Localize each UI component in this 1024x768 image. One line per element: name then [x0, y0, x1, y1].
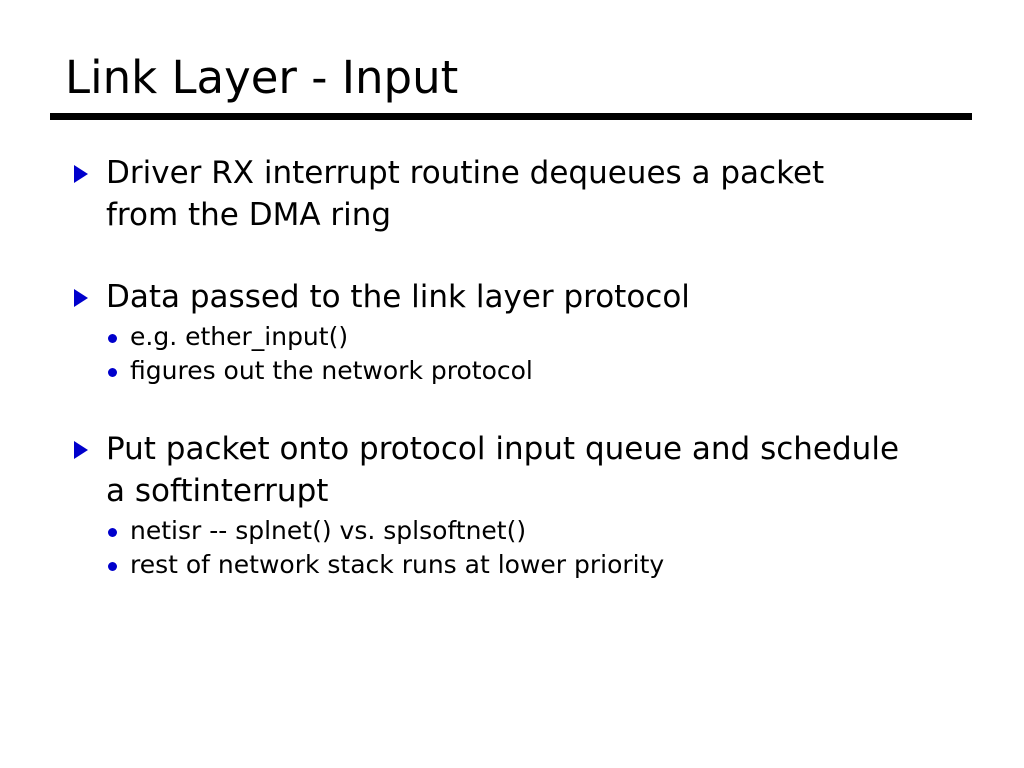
- dot-icon: [108, 334, 117, 343]
- sub-bullet-text: e.g. ether_input(): [130, 322, 349, 351]
- dot-icon: [108, 528, 117, 537]
- bullet-group: Data passed to the link layer protocol e…: [72, 276, 972, 388]
- sub-bullet-text: netisr -- splnet() vs. splsoftnet(): [130, 516, 527, 545]
- bullet-group: Driver RX interrupt routine dequeues a p…: [72, 152, 972, 236]
- bullet-item: Put packet onto protocol input queue and…: [72, 428, 972, 512]
- title-divider: [50, 113, 972, 120]
- triangle-right-icon: [74, 441, 88, 459]
- page-title: Link Layer - Input: [65, 51, 459, 104]
- sub-bullet-item: e.g. ether_input(): [106, 320, 972, 354]
- sub-bullet-text: rest of network stack runs at lower prio…: [130, 550, 665, 579]
- dot-icon: [108, 562, 117, 571]
- sub-bullet-item: figures out the network protocol: [106, 354, 972, 388]
- bullet-text: Driver RX interrupt routine dequeues a p…: [106, 155, 825, 233]
- sub-bullet-list: netisr -- splnet() vs. splsoftnet() rest…: [72, 514, 972, 582]
- bullet-group: Put packet onto protocol input queue and…: [72, 428, 972, 582]
- slide-body: Driver RX interrupt routine dequeues a p…: [72, 152, 972, 582]
- bullet-item: Driver RX interrupt routine dequeues a p…: [72, 152, 972, 236]
- title-block: Link Layer - Input: [50, 50, 972, 120]
- bullet-item: Data passed to the link layer protocol: [72, 276, 972, 318]
- sub-bullet-text: figures out the network protocol: [130, 356, 533, 385]
- sub-bullet-item: rest of network stack runs at lower prio…: [106, 548, 972, 582]
- dot-icon: [108, 368, 117, 377]
- triangle-right-icon: [74, 165, 88, 183]
- sub-bullet-item: netisr -- splnet() vs. splsoftnet(): [106, 514, 972, 548]
- triangle-right-icon: [74, 289, 88, 307]
- sub-bullet-list: e.g. ether_input() figures out the netwo…: [72, 320, 972, 388]
- bullet-text: Data passed to the link layer protocol: [106, 279, 690, 315]
- bullet-text: Put packet onto protocol input queue and…: [106, 431, 900, 509]
